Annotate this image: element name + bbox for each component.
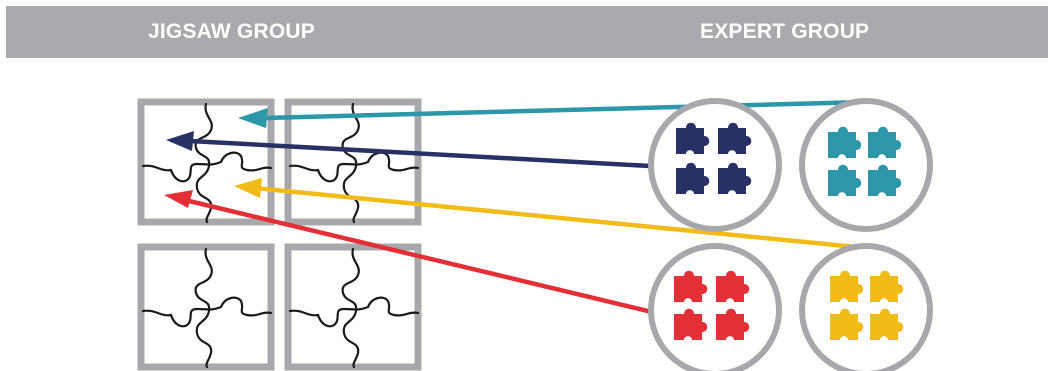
- arrow-teal: [238, 99, 867, 128]
- expert-group-navy: [648, 98, 782, 232]
- jigsaw-group-frame: [284, 98, 422, 226]
- arrow-navy: [166, 131, 651, 169]
- jigsaw-group-frame: [137, 98, 275, 226]
- jigsaw-group-heading: JIGSAW GROUP: [148, 20, 315, 43]
- expert-group-red: [648, 243, 782, 371]
- expert-group-heading: EXPERT GROUP: [700, 20, 870, 43]
- expert-group-teal: [799, 98, 933, 232]
- header-bar: [6, 6, 1048, 58]
- arrow-yellow: [234, 178, 867, 251]
- arrow-red: [164, 190, 653, 315]
- expert-group-yellow: [799, 243, 933, 371]
- jigsaw-group-frame: [137, 243, 275, 371]
- jigsaw-group-frame: [284, 243, 422, 371]
